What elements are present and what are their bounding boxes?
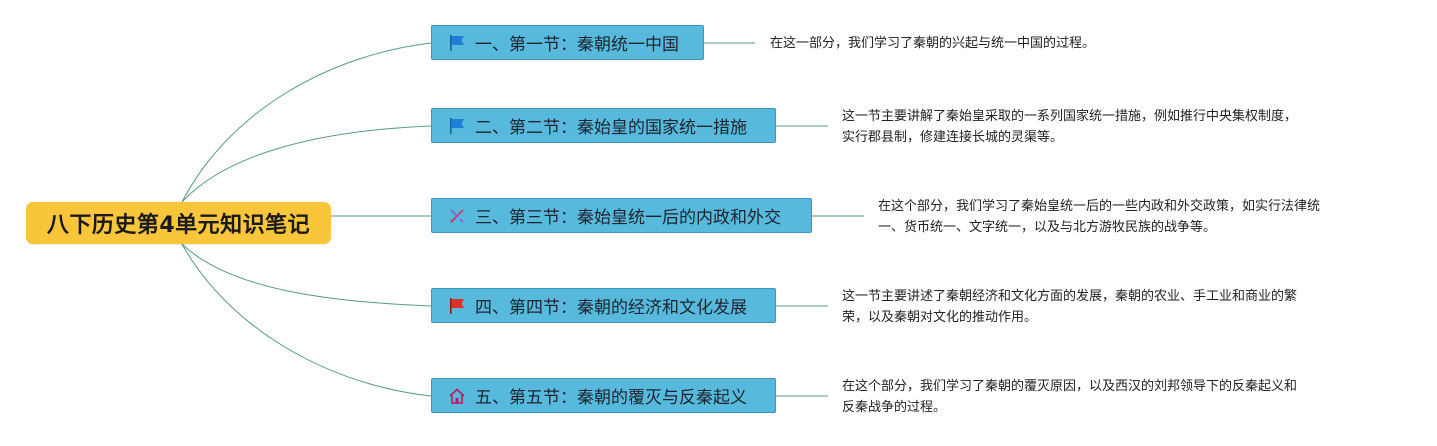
- note-5-line-2: 反秦战争的过程。: [842, 400, 947, 415]
- topic-node-3[interactable]: 三、第三节：秦始皇统一后的内政和外交: [431, 198, 812, 233]
- note-5: 在这个部分，我们学习了秦朝的覆灭原因，以及西汉的刘邦领导下的反秦起义和 反秦战争…: [842, 376, 1297, 418]
- topic-node-1-label: 一、第一节：秦朝统一中国: [475, 35, 679, 55]
- link-root-node-5: [181, 243, 432, 397]
- note-2-line-2: 实行郡县制，修建连接长城的灵渠等。: [842, 130, 1064, 145]
- note-3-line-1: 在这个部分，我们学习了秦始皇统一后的一些内政和外交政策，如实行法律统: [878, 199, 1321, 214]
- note-4-line-1: 这一节主要讲述了秦朝经济和文化方面的发展，秦朝的农业、手工业和商业的繁: [842, 289, 1298, 304]
- root-topic[interactable]: 八下历史第4单元知识笔记: [26, 202, 331, 244]
- topic-node-4[interactable]: 四、第四节：秦朝的经济和文化发展: [431, 288, 776, 323]
- note-2: 这一节主要讲解了秦始皇采取的一系列国家统一措施，例如推行中央集权制度， 实行郡县…: [842, 106, 1297, 148]
- swords-icon: [450, 208, 464, 223]
- home-icon: [449, 387, 465, 404]
- link-root-node-2: [181, 125, 432, 203]
- topic-node-2[interactable]: 二、第二节：秦始皇的国家统一措施: [431, 108, 776, 143]
- red-flag-icon: [450, 297, 464, 314]
- topic-node-4-label: 四、第四节：秦朝的经济和文化发展: [475, 298, 747, 318]
- note-4-line-2: 荣，以及秦朝对文化的推动作用。: [842, 310, 1038, 325]
- topic-node-5[interactable]: 五、第五节：秦朝的覆灭与反秦起义: [431, 378, 776, 413]
- blue-flag-icon: [450, 117, 464, 134]
- topic-node-5-label: 五、第五节：秦朝的覆灭与反秦起义: [475, 388, 747, 408]
- topic-node-1[interactable]: 一、第一节：秦朝统一中国: [431, 25, 704, 60]
- note-2-line-1: 这一节主要讲解了秦始皇采取的一系列国家统一措施，例如推行中央集权制度，: [842, 109, 1298, 124]
- topic-node-3-label: 三、第三节：秦始皇统一后的内政和外交: [475, 208, 781, 228]
- link-root-node-1: [181, 42, 432, 203]
- note-3-line-2: 一、货币统一、文字统一，以及与北方游牧民族的战争等。: [878, 220, 1217, 235]
- topic-node-2-label: 二、第二节：秦始皇的国家统一措施: [475, 118, 747, 138]
- link-root-node-4: [181, 243, 432, 307]
- note-1: 在这一部分，我们学习了秦朝的兴起与统一中国的过程。: [770, 33, 1095, 54]
- blue-flag-icon: [450, 34, 464, 51]
- note-4: 这一节主要讲述了秦朝经济和文化方面的发展，秦朝的农业、手工业和商业的繁 荣，以及…: [842, 286, 1297, 328]
- note-1-line-1: 在这一部分，我们学习了秦朝的兴起与统一中国的过程。: [770, 36, 1096, 51]
- note-3: 在这个部分，我们学习了秦始皇统一后的一些内政和外交政策，如实行法律统 一、货币统…: [878, 196, 1320, 238]
- note-5-line-1: 在这个部分，我们学习了秦朝的覆灭原因，以及西汉的刘邦领导下的反秦起义和: [842, 379, 1298, 394]
